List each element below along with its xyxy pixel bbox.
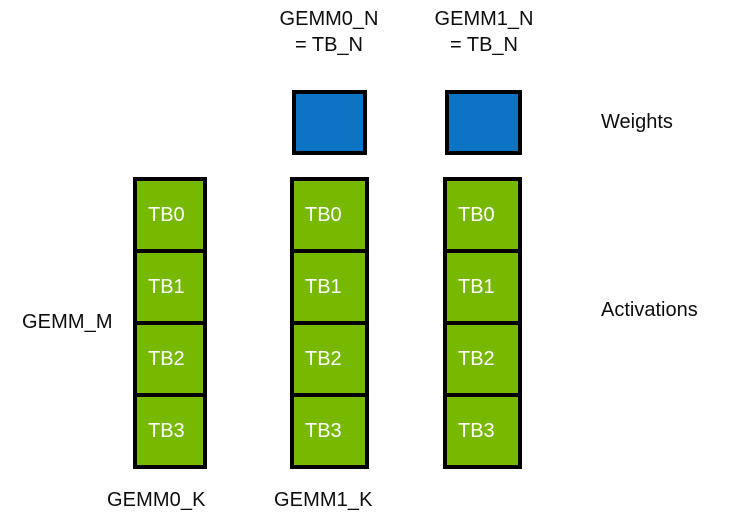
activation-cell: TB3	[290, 393, 369, 469]
activation-cell: TB2	[133, 321, 207, 397]
column-header-gemm1-n-line2: = TB_N	[450, 34, 518, 56]
activation-cell-label: TB1	[305, 276, 342, 298]
column-header-gemm1-n-line1: GEMM1_N	[434, 8, 534, 30]
activation-cell-label: TB1	[458, 276, 495, 298]
activation-cell: TB0	[443, 177, 522, 253]
axis-label-gemm0-k: GEMM0_K	[107, 489, 206, 511]
activation-cell-label: TB0	[458, 204, 495, 226]
gemm0-input-activations: TB0 TB1 TB2 TB3	[133, 177, 207, 469]
gemm0-output-activations: TB0 TB1 TB2 TB3	[290, 177, 369, 469]
activation-cell: TB1	[133, 249, 207, 325]
row-label-activations: Activations	[601, 299, 698, 321]
column-header-gemm0-n-line2: = TB_N	[295, 34, 363, 56]
column-header-gemm0-n: GEMM0_N = TB_N	[249, 6, 409, 58]
row-label-weights: Weights	[601, 111, 673, 133]
activation-cell-label: TB3	[305, 420, 342, 442]
activation-cell-label: TB0	[148, 204, 185, 226]
activation-cell-label: TB0	[305, 204, 342, 226]
activation-cell-label: TB2	[148, 348, 185, 370]
activation-cell: TB1	[443, 249, 522, 325]
gemm1-output-activations: TB0 TB1 TB2 TB3	[443, 177, 522, 469]
gemm0-weight-tile	[292, 90, 367, 155]
activation-cell-label: TB2	[305, 348, 342, 370]
activation-cell-label: TB3	[148, 420, 185, 442]
axis-label-gemm-m: GEMM_M	[22, 311, 113, 333]
gemm1-weight-tile	[445, 90, 522, 155]
activation-cell: TB0	[290, 177, 369, 253]
column-header-gemm1-n: GEMM1_N = TB_N	[404, 6, 564, 58]
activation-cell: TB2	[443, 321, 522, 397]
activation-cell: TB2	[290, 321, 369, 397]
activation-cell: TB1	[290, 249, 369, 325]
activation-cell: TB3	[443, 393, 522, 469]
activation-cell: TB3	[133, 393, 207, 469]
activation-cell-label: TB2	[458, 348, 495, 370]
activation-cell-label: TB3	[458, 420, 495, 442]
axis-label-gemm1-k: GEMM1_K	[274, 489, 373, 511]
activation-cell: TB0	[133, 177, 207, 253]
activation-cell-label: TB1	[148, 276, 185, 298]
column-header-gemm0-n-line1: GEMM0_N	[279, 8, 379, 30]
